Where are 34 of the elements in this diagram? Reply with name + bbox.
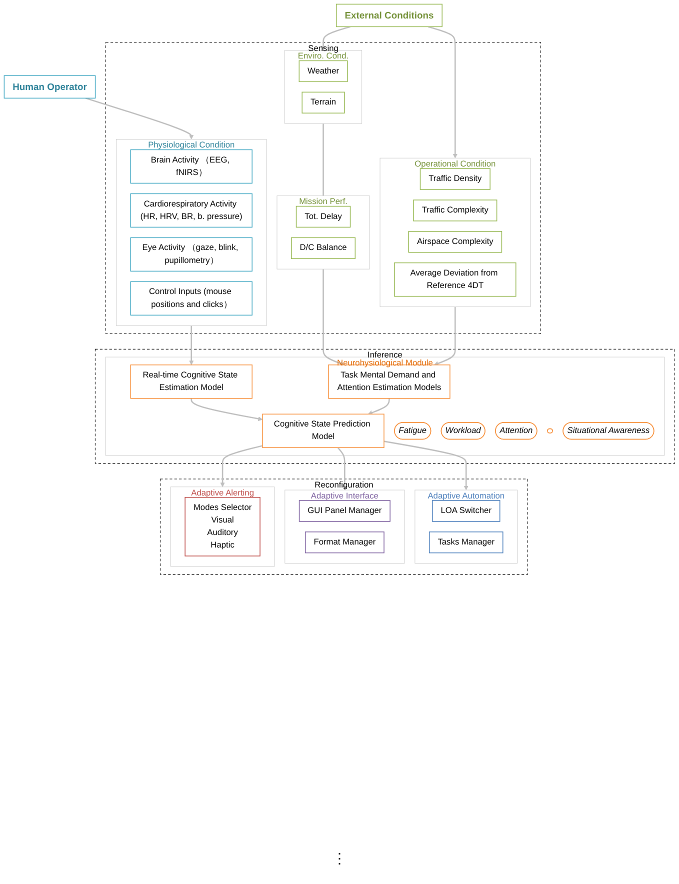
arrow xyxy=(189,326,194,366)
arrow xyxy=(85,98,194,140)
arrow xyxy=(337,447,347,490)
node-box: Traffic Density xyxy=(420,168,490,190)
node-box: D/C Balance xyxy=(291,237,356,260)
node-box: Weather xyxy=(298,60,348,82)
arrow xyxy=(368,398,390,415)
connector xyxy=(322,124,324,196)
node-box: Real-time Cognitive State Estimation Model xyxy=(130,364,252,399)
node-box: Traffic Complexity xyxy=(413,200,498,222)
arrow xyxy=(190,398,263,422)
node-box: Format Manager xyxy=(304,532,384,554)
node-box: Cardiorespiratory Activity (HR, HRV, BR, b. pressure) xyxy=(130,193,252,228)
node-box: Modes Selector Visual Auditory Haptic xyxy=(184,496,260,556)
arrow xyxy=(428,26,458,158)
node-box: GUI Panel Manager xyxy=(298,500,390,522)
arrow xyxy=(322,269,345,366)
arrow xyxy=(320,26,351,50)
node-box: External Conditions xyxy=(336,4,442,28)
node-box: Control Inputs (mouse positions and clicks） xyxy=(130,281,252,316)
node-box: LOA Switcher xyxy=(432,500,500,522)
node-box: Tot. Delay xyxy=(296,206,351,228)
arrow xyxy=(384,440,468,490)
node-box: Human Operator xyxy=(4,75,96,99)
arrow xyxy=(220,445,263,488)
node-box: Eye Activity （gaze, blink, pupillometry） xyxy=(130,237,252,272)
arrow xyxy=(434,306,456,366)
node-box: Brain Activity （EEG, fNIRS） xyxy=(130,149,252,184)
ellipsis-note: ⋮ xyxy=(332,850,346,866)
node-box: Average Deviation from Reference 4DT xyxy=(394,262,516,297)
node-box: Terrain xyxy=(302,92,345,114)
node-box: Cognitive State Prediction Model xyxy=(262,414,384,448)
node-box: Tasks Manager xyxy=(428,532,504,554)
node-box: Airspace Complexity xyxy=(408,231,502,253)
